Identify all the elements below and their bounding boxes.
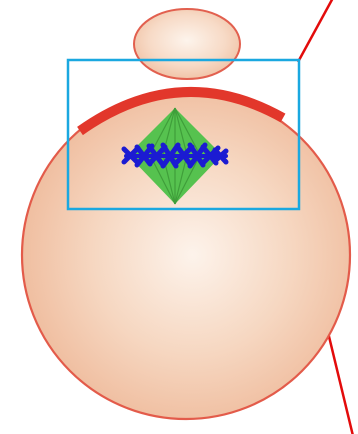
callout-line-top [298,0,334,62]
polar-body [134,9,240,79]
